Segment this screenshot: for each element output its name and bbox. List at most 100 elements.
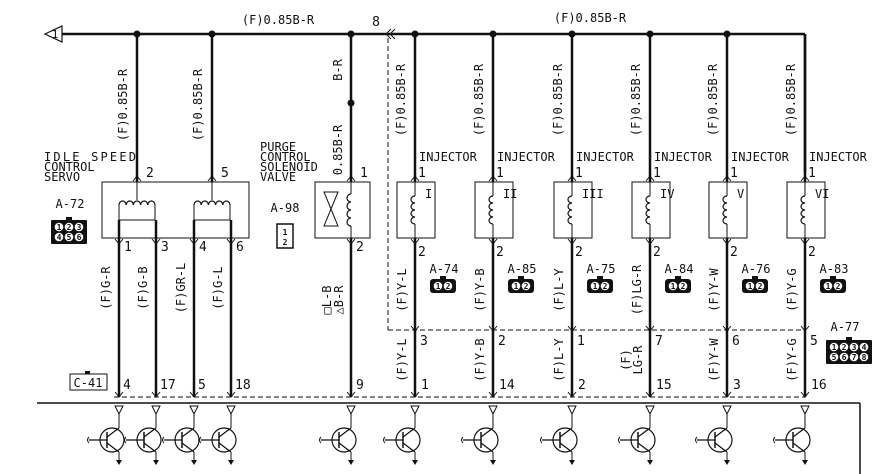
connector-pin-number: 1	[514, 282, 519, 291]
injector-connector-id: A-76	[742, 262, 771, 276]
connector-pin-number: 2	[681, 282, 686, 291]
connector-pin	[74, 232, 84, 242]
base-tick	[773, 436, 776, 444]
ground-icon	[191, 460, 197, 465]
injector-wire-label: (F)Y-W	[707, 338, 721, 382]
bus-terminal-label: 1	[52, 28, 59, 41]
isc-supply-wire-label: (F)0.85B-R	[191, 68, 205, 141]
ecu-pin-number: 2	[578, 378, 586, 393]
ecu-driver-transistor-icon	[695, 405, 733, 465]
isc-signal-wire-label: (F)GR-L	[174, 263, 188, 314]
connector-pin-number: 1	[436, 282, 441, 291]
connector-pin	[64, 232, 74, 242]
purge-name-line: VALVE	[260, 170, 296, 184]
isc-pin-number: 3	[161, 240, 169, 255]
connector-pin-number: 3	[852, 343, 857, 352]
coil-icon	[800, 195, 806, 225]
connector-pin	[74, 222, 84, 232]
ecu-pin-number: 5	[198, 378, 206, 393]
connector-pin-number: 3	[77, 223, 82, 232]
injector-cylinder-numeral: VI	[815, 187, 829, 201]
isc-signal-wire-label: (F)G-B	[136, 266, 150, 309]
transistor-collector-lead	[792, 427, 806, 438]
base-tick	[695, 436, 698, 444]
transistor-collector-lead	[218, 427, 232, 438]
injector-connector-id: A-85	[508, 262, 537, 276]
connector-pin	[833, 281, 843, 291]
connector-pin-number: 2	[836, 282, 841, 291]
injector-wire-label: (F)LG-R	[630, 264, 644, 315]
injector-wire-label: LG-R	[631, 345, 645, 375]
terminal-arrow-icon	[346, 238, 356, 245]
base-tick	[124, 436, 127, 444]
terminal-arrow-icon	[722, 325, 732, 332]
terminal-arrow-icon	[410, 238, 420, 245]
terminal-arrow-icon	[207, 175, 217, 182]
connector-latch	[597, 276, 603, 279]
ground-icon	[348, 460, 354, 465]
ecu-terminal-icon	[567, 405, 577, 416]
purge-name-line: PURGE	[260, 140, 296, 154]
ecu-pin-number: 18	[235, 378, 251, 393]
injector-pin-number: 1	[575, 166, 583, 181]
connector-pin-number: 1	[283, 228, 288, 237]
connector-pin-number: 1	[593, 282, 598, 291]
terminal-arrow-icon	[346, 175, 356, 182]
ecu-pin-number: 17	[160, 378, 176, 393]
ecu-connector-id: C-41	[74, 376, 103, 390]
terminal-arrow-icon	[722, 175, 732, 182]
ecu-driver-transistor-icon	[618, 405, 656, 465]
ground-icon	[569, 460, 575, 465]
connector-pin-number: 5	[832, 353, 837, 362]
connector-pin	[54, 222, 64, 232]
ecu-terminal-icon	[800, 405, 810, 416]
transistor-emitter-lead	[181, 442, 195, 453]
connector-pin	[839, 342, 849, 352]
connector-pin-number: 8	[862, 353, 867, 362]
injector-pin-number: 2	[730, 245, 738, 260]
ground-icon	[490, 460, 496, 465]
connector-pin	[64, 222, 74, 232]
injector-supply-wire-label: (F)0.85B-R	[784, 63, 798, 136]
connector-pin	[511, 281, 521, 291]
isc-signal-wire-label: (F)G-L	[211, 266, 225, 309]
base-tick	[461, 436, 464, 444]
injector-pin-number: 2	[418, 245, 426, 260]
injector-pin-number: 2	[653, 245, 661, 260]
injector-wire-label: (F)Y-G	[785, 268, 799, 311]
ecu-terminal-icon	[226, 405, 236, 416]
injector-connector-id: A-84	[665, 262, 694, 276]
connector-pin	[823, 281, 833, 291]
injector-pin-number: 1	[653, 166, 661, 181]
terminal-arrow-icon	[410, 175, 420, 182]
injector-pin-number: 1	[496, 166, 504, 181]
ground-icon	[724, 460, 730, 465]
injector-wire-label: (F)Y-L	[395, 268, 409, 311]
injector-connector-id: A-75	[587, 262, 616, 276]
ecu-pin-number: 1	[421, 378, 429, 393]
injector-supply-wire-label: (F)0.85B-R	[394, 63, 408, 136]
ecu-pin-number: 15	[656, 378, 672, 393]
connector-pin-number: 2	[446, 282, 451, 291]
a77-pin-number: 3	[420, 334, 428, 349]
purge-name-line: SOLENOID	[260, 160, 318, 174]
base-tick	[162, 436, 165, 444]
coil-icon	[645, 195, 651, 225]
connector-latch	[675, 276, 681, 279]
connector-pin-number: 2	[67, 223, 72, 232]
terminal-arrow-icon	[132, 175, 142, 182]
base-tick	[319, 436, 322, 444]
transistor-collector-lead	[402, 427, 416, 438]
ground-icon	[153, 460, 159, 465]
isc-pin-number: 4	[199, 240, 207, 255]
a77-pin-number: 2	[498, 334, 506, 349]
injector-pin-number: 2	[808, 245, 816, 260]
injector-label: INJECTOR	[497, 150, 556, 164]
injector-cylinder-numeral: V	[737, 187, 744, 201]
connector-pin	[745, 281, 755, 291]
ecu-terminal-icon	[488, 405, 498, 416]
ecu-terminal-icon	[189, 405, 199, 416]
